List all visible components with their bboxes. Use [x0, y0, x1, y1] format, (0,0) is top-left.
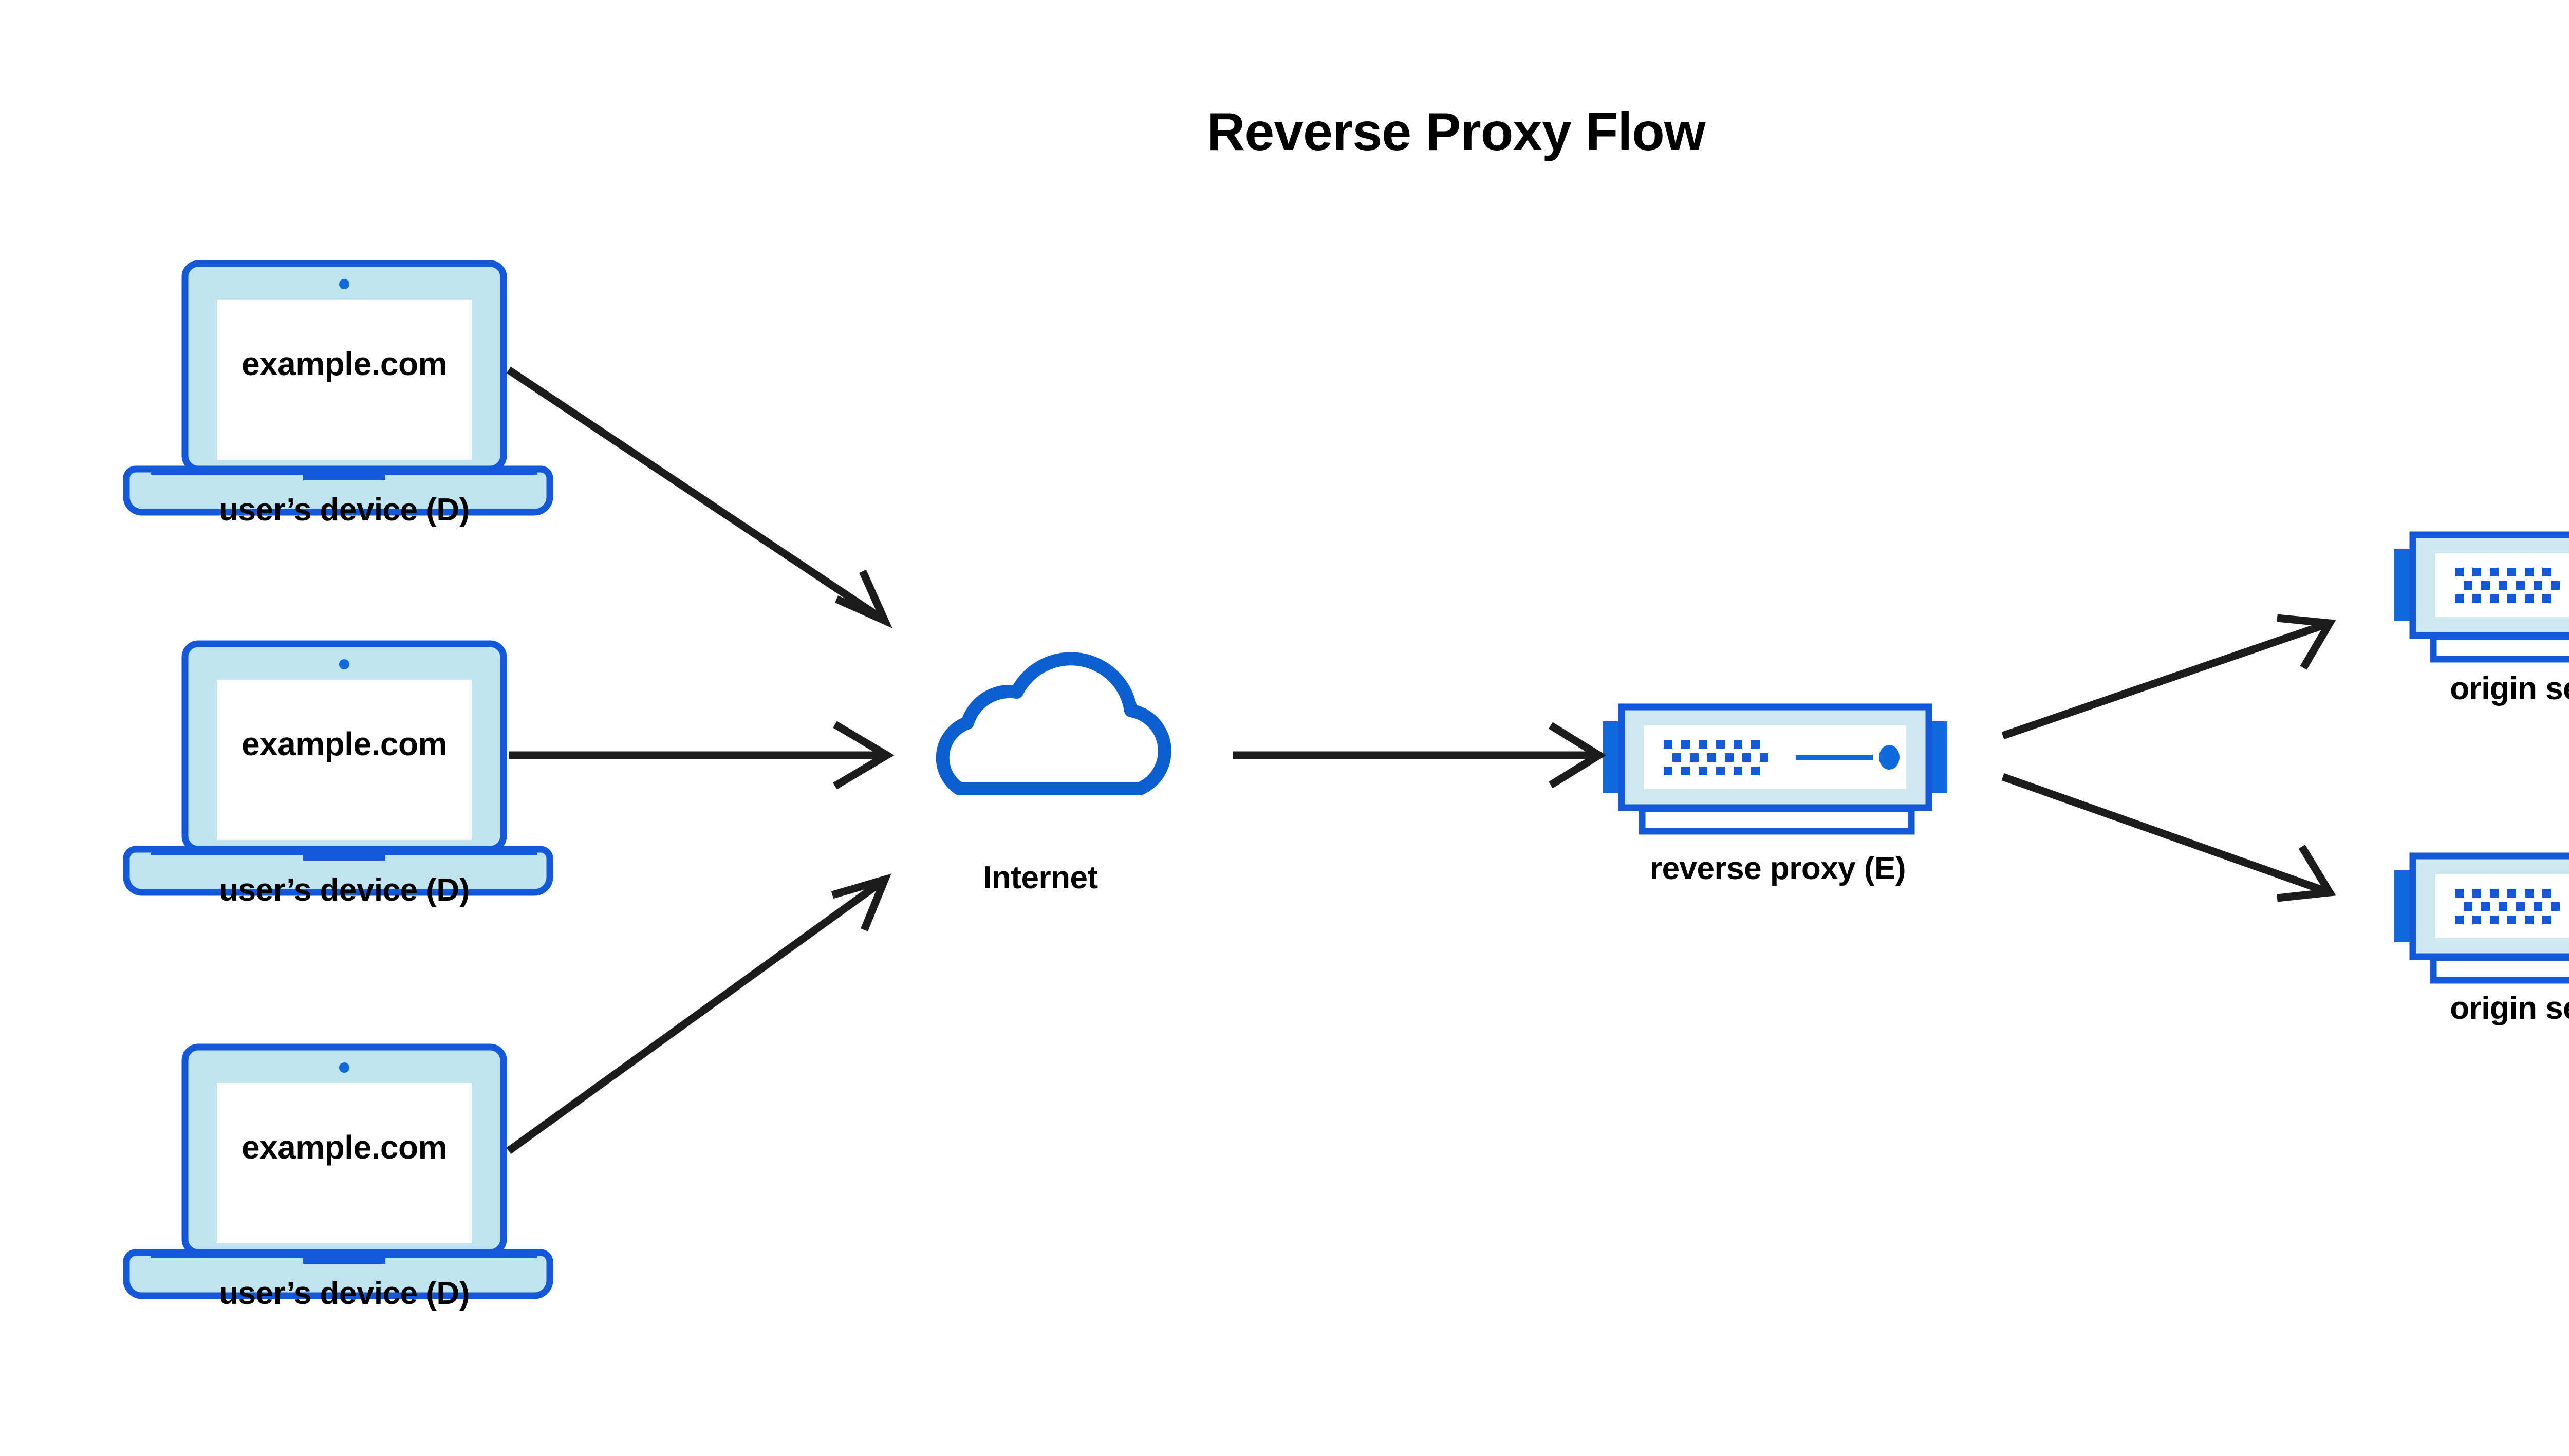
client-label: user’s device (D): [219, 1276, 470, 1311]
arrow-client3-to-internet: [506, 873, 891, 1154]
node-reverse-proxy[interactable]: [1603, 707, 1947, 831]
arrow-internet-to-proxy: [1233, 722, 1607, 789]
arrow-client1-to-internet: [506, 366, 892, 628]
client-label: user’s device (D): [219, 492, 470, 528]
reverse-proxy-label: reverse proxy (E): [1649, 851, 1906, 886]
client-screen-text: example.com: [241, 725, 448, 762]
arrow-client2-to-internet: [509, 721, 895, 790]
node-client-3[interactable]: [126, 1047, 550, 1296]
arrow-proxy-to-origin1: [2001, 614, 2336, 740]
client-screen-text: example.com: [241, 1129, 448, 1166]
internet-label: Internet: [983, 860, 1098, 895]
client-label: user’s device (D): [219, 872, 470, 908]
laptop-icon: [126, 264, 550, 512]
page-title: Reverse Proxy Flow: [1206, 102, 1705, 162]
node-client-2[interactable]: [126, 644, 550, 892]
arrow-proxy-to-origin2: [2001, 773, 2336, 902]
laptop-icon: [126, 1047, 550, 1296]
node-client-1[interactable]: [126, 264, 550, 512]
origin-server-label: origin server (F): [2450, 671, 2569, 706]
server-icon: [1603, 707, 1947, 831]
origin-server-label: origin server (F): [2450, 991, 2569, 1026]
client-screen-text: example.com: [241, 345, 448, 382]
laptop-icon: [126, 644, 550, 892]
